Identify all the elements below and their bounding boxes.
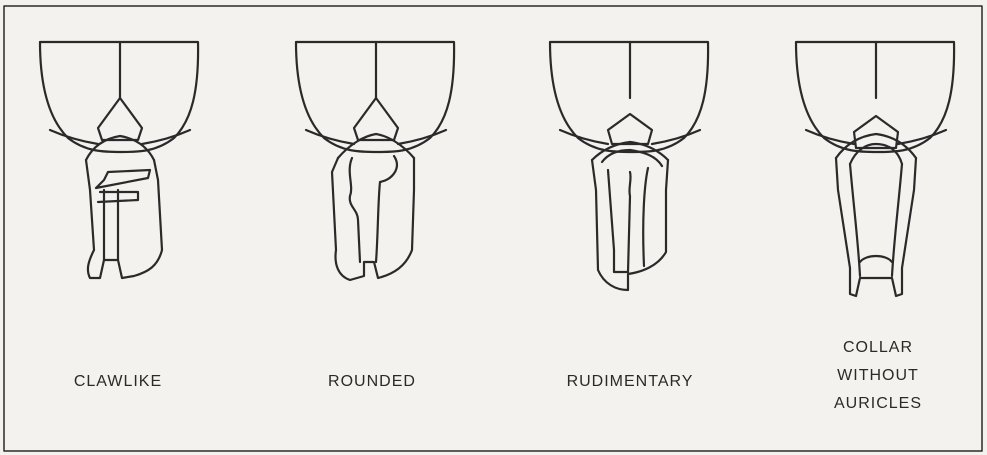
label-collar-line-1: COLLAR	[808, 334, 948, 362]
label-collar: COLLAR WITHOUT AURICLES	[808, 334, 948, 418]
rounded-drawing	[296, 42, 454, 280]
label-rounded-line-1: ROUNDED	[302, 368, 442, 396]
label-collar-line-2: WITHOUT	[808, 362, 948, 390]
collar-drawing	[796, 42, 954, 296]
label-clawlike: CLAWLIKE	[48, 368, 188, 396]
rudimentary-drawing	[550, 42, 708, 290]
label-rudimentary: RUDIMENTARY	[550, 368, 710, 396]
label-rounded: ROUNDED	[302, 368, 442, 396]
label-rudimentary-line-1: RUDIMENTARY	[550, 368, 710, 396]
label-clawlike-line-1: CLAWLIKE	[48, 368, 188, 396]
label-collar-line-3: AURICLES	[808, 390, 948, 418]
clawlike-drawing	[40, 42, 198, 278]
